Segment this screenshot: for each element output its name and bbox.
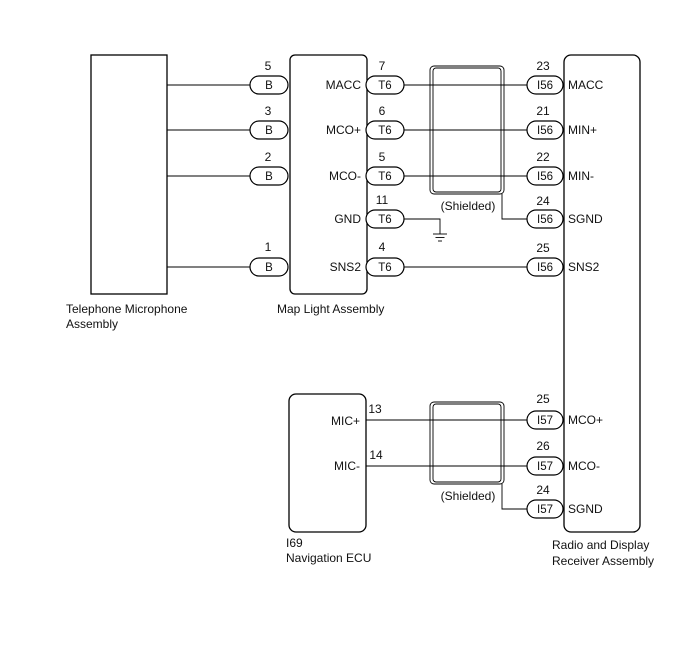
conn-i57-1: I57 <box>537 415 553 427</box>
pin-i56-4: 24 <box>536 194 550 208</box>
b-connectors <box>249 75 289 277</box>
lower-shield <box>429 401 505 485</box>
navigation-ecu-label: Navigation ECU <box>286 551 371 565</box>
conn-b-2: B <box>265 125 273 137</box>
navigation-ecu-code: I69 <box>286 536 303 550</box>
pin-b-1: 5 <box>265 59 272 73</box>
radio-term-sgnd-lower: SGND <box>568 502 603 516</box>
radio-term-mco-plus: MCO+ <box>568 413 603 427</box>
map-term-mco-plus: MCO+ <box>326 123 361 137</box>
ground-icon <box>433 233 447 242</box>
map-term-sns2: SNS2 <box>330 260 362 274</box>
conn-t6-4: T6 <box>378 214 391 226</box>
pin-b-4: 1 <box>265 240 272 254</box>
radio-receiver-box <box>563 54 641 533</box>
conn-i56-4: I56 <box>537 214 553 226</box>
conn-i57-2: I57 <box>537 461 553 473</box>
pin-t6-3: 5 <box>379 150 386 164</box>
pin-i56-1: 23 <box>536 59 550 73</box>
conn-i56-2: I56 <box>537 125 553 137</box>
pin-i57-2: 26 <box>536 439 550 453</box>
conn-t6-5: T6 <box>378 262 391 274</box>
upper-shield-label: (Shielded) <box>441 199 496 213</box>
map-term-gnd: GND <box>334 212 361 226</box>
pin-i56-3: 22 <box>536 150 550 164</box>
pin-i57-1: 25 <box>536 392 550 406</box>
lower-shield-label: (Shielded) <box>441 489 496 503</box>
pin-i56-2: 21 <box>536 104 550 118</box>
i56-connectors <box>526 75 564 277</box>
pin-i56-5: 25 <box>536 241 550 255</box>
pin-nav-1: 13 <box>368 402 382 416</box>
radio-term-sgnd-upper: SGND <box>568 212 603 226</box>
pin-t6-5: 4 <box>379 240 386 254</box>
tel-map-wires <box>167 84 250 268</box>
nav-radio-wires <box>366 419 527 510</box>
telephone-microphone-label-line2: Assembly <box>66 317 118 331</box>
pin-b-2: 3 <box>265 104 272 118</box>
telephone-microphone-box <box>90 54 168 295</box>
radio-term-sns2: SNS2 <box>568 260 600 274</box>
pin-i57-3: 24 <box>536 483 550 497</box>
t6-connectors <box>365 75 405 277</box>
upper-shield <box>429 65 505 195</box>
pin-t6-1: 7 <box>379 59 386 73</box>
navigation-ecu-box <box>288 393 367 533</box>
map-term-macc: MACC <box>326 78 362 92</box>
radio-term-mco-minus: MCO- <box>568 459 600 473</box>
map-term-mco-minus: MCO- <box>329 169 361 183</box>
conn-i56-5: I56 <box>537 262 553 274</box>
pin-nav-2: 14 <box>369 448 383 462</box>
i57-connectors <box>526 410 564 519</box>
radio-term-min-plus: MIN+ <box>568 123 597 137</box>
conn-b-3: B <box>265 171 273 183</box>
pin-t6-2: 6 <box>379 104 386 118</box>
conn-t6-3: T6 <box>378 171 391 183</box>
telephone-microphone-label-line1: Telephone Microphone <box>66 302 188 316</box>
radio-receiver-label-line1: Radio and Display <box>552 538 649 552</box>
radio-receiver-label-line2: Receiver Assembly <box>552 554 654 568</box>
pin-b-3: 2 <box>265 150 272 164</box>
conn-b-4: B <box>265 262 273 274</box>
conn-b-1: B <box>265 80 273 92</box>
conn-i56-3: I56 <box>537 171 553 183</box>
radio-term-min-minus: MIN- <box>568 169 594 183</box>
map-light-label: Map Light Assembly <box>277 302 384 316</box>
conn-t6-1: T6 <box>378 80 391 92</box>
radio-term-macc: MACC <box>568 78 604 92</box>
conn-i56-1: I56 <box>537 80 553 92</box>
map-radio-wires <box>404 84 527 268</box>
conn-t6-2: T6 <box>378 125 391 137</box>
pin-t6-4: 11 <box>376 193 389 207</box>
nav-term-mic-minus: MIC- <box>334 459 360 473</box>
conn-i57-3: I57 <box>537 504 553 516</box>
nav-term-mic-plus: MIC+ <box>331 414 360 428</box>
